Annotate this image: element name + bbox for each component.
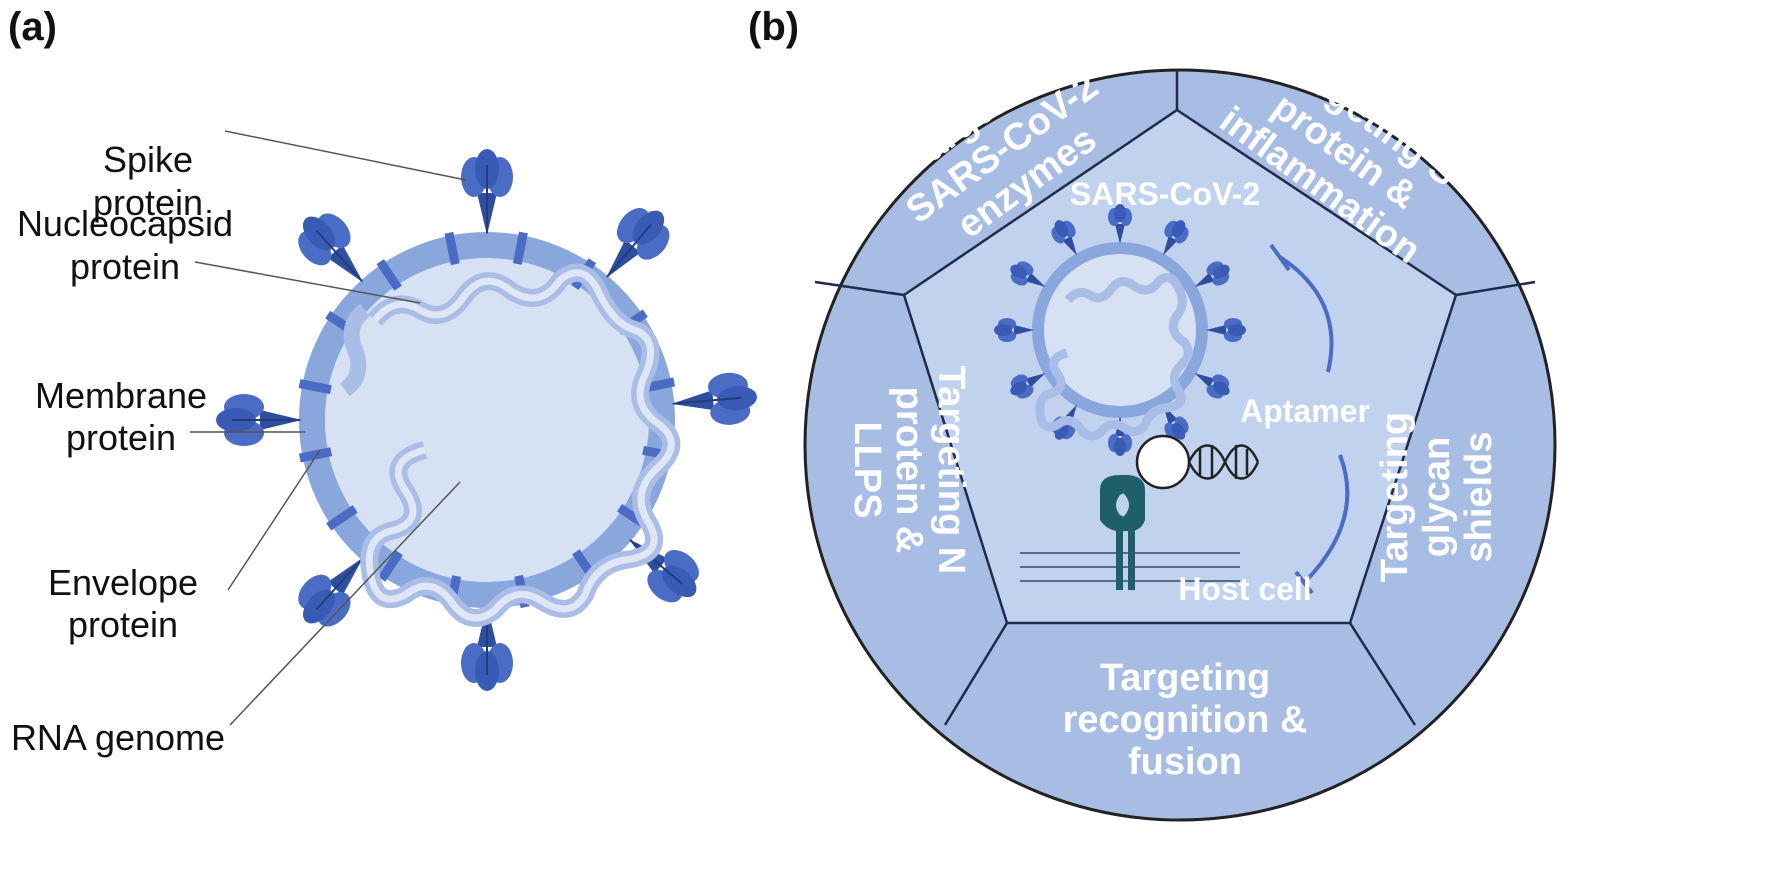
segment-recognition-line2: recognition & [1063,699,1308,741]
wheel-divider-line [943,622,1009,726]
spike-protein [215,393,303,447]
membrane-protein [444,231,460,266]
segment-dividers [814,70,1536,726]
host-cell-receptor [1020,475,1240,590]
membrane-protein [298,379,332,395]
envelope-leader [227,449,321,591]
nucleocapsid-leader [194,261,421,304]
membrane-protein [326,505,358,531]
inhibit-arrow-bottom [1303,454,1350,584]
spike-label-line1: Spike [103,139,193,180]
nucleocapsid-label-line2: protein [70,246,180,287]
virus-illustration-a [215,148,761,692]
spike-leader [224,130,467,181]
leader-lines [190,130,467,726]
segment-recognition: Targeting recognition & fusion [1063,657,1308,783]
panel-a-label: (a) [8,5,57,49]
callout-membrane: Membrane protein [35,375,207,458]
inhibit-arrow-top [1278,255,1334,373]
wheel-divider-line [1348,622,1417,726]
wheel-divider-line [814,280,905,297]
segment-n-line3: LLPS [846,421,888,518]
wheel-divider-line [1455,280,1536,297]
center-virus-label: SARS-CoV-2 [1070,176,1260,212]
segment-recognition-line1: Targeting [1100,657,1270,699]
aptamer-icon [1135,434,1260,490]
membrane-label-line1: Membrane [35,375,207,416]
callout-nucleocapsid: Nucleocapsid protein [17,203,233,287]
inhibit-bar-bottom [1294,570,1314,595]
spike-protein [668,369,761,431]
host-cell-label: Host cell [1178,571,1311,607]
segment-glycan: Targeting glycan shields [1374,412,1500,582]
spike-label-line2: protein [93,182,203,223]
segment-n-protein: Targeting N protein & LLPS [846,366,972,574]
panel-b-label: (b) [748,5,799,49]
envelope-label-line2: protein [68,604,178,645]
small-membrane-ring [1032,242,1208,418]
aptamer-label: Aptamer [1240,393,1370,429]
inhibit-bar-top [1269,243,1291,272]
segment-glycan-line2: glycan [1416,437,1458,557]
spike-protein [460,148,514,236]
small-rna-genome [1035,272,1193,441]
callout-spike: Spike protein [93,139,203,223]
virus-body [312,245,662,595]
segment-n-line2: protein & [888,387,930,554]
rna-genome-label: RNA genome [11,717,225,758]
segment-n-line1: Targeting N [930,366,972,574]
membrane-label-line2: protein [66,417,176,458]
rna-genome-highlight [365,269,675,622]
membrane-protein [512,231,528,265]
nucleocapsid-strand [339,303,371,397]
virus-illustration-b [994,204,1246,456]
segment-glycan-line3: shields [1458,432,1500,563]
nucleocapsid-label-line1: Nucleocapsid [17,203,233,244]
callout-rna: RNA genome [11,717,225,758]
envelope-label-line1: Envelope [48,562,198,603]
membrane-protein [377,550,403,582]
membrane-protein [376,259,402,291]
callout-envelope: Envelope protein [48,562,198,645]
segment-recognition-line3: fusion [1128,741,1242,783]
strategy-wheel: Targeting SARS-CoV-2 enzymes Targeting S… [803,40,1557,822]
segment-glycan-line1: Targeting [1374,412,1416,582]
membrane-protein [298,447,333,463]
rna-leader [229,481,461,726]
